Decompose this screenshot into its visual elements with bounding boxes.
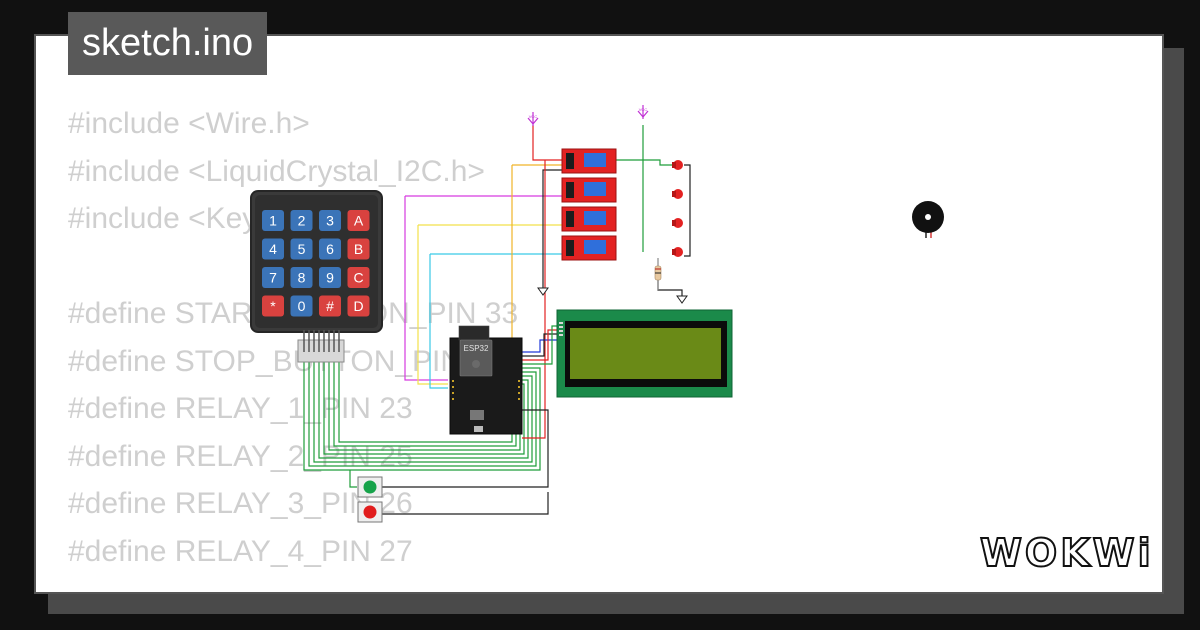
- ground-symbol: [537, 287, 549, 296]
- keypad-key[interactable]: 8: [290, 267, 313, 288]
- keypad-connector: [297, 339, 345, 363]
- code-line: #include <Wire.h>: [68, 107, 310, 140]
- keypad-key-label: 8: [298, 270, 306, 286]
- relay-module[interactable]: [561, 235, 617, 261]
- ground-symbol: [676, 295, 688, 304]
- code-line: #define RELAY_1_PIN 23: [68, 392, 413, 425]
- vcc-symbol: VCC: [527, 112, 539, 126]
- wires: [303, 125, 691, 515]
- code-line: #include <LiquidCrystal_I2C.h>: [68, 154, 485, 188]
- keypad-key[interactable]: 0: [290, 295, 313, 317]
- keypad-key-label: A: [354, 213, 364, 229]
- keypad-key-label: 7: [269, 270, 277, 286]
- keypad-key[interactable]: 2: [290, 210, 313, 231]
- relay-module[interactable]: [561, 177, 617, 203]
- keypad-key-label: 4: [269, 241, 277, 257]
- keypad-key-label: C: [353, 270, 363, 286]
- keypad-key-label: *: [270, 298, 276, 314]
- keypad-key-label: 9: [326, 270, 334, 286]
- start-button[interactable]: [357, 476, 383, 498]
- keypad-key-label: 6: [326, 241, 334, 257]
- esp32-board[interactable]: ESP32: [449, 325, 523, 435]
- led-red[interactable]: [672, 218, 683, 228]
- wokwi-logo: WOKWi: [979, 530, 1152, 576]
- led-red[interactable]: [672, 189, 683, 199]
- relay-module[interactable]: [561, 206, 617, 232]
- relay-module[interactable]: [561, 148, 617, 174]
- keypad-key[interactable]: A: [347, 210, 370, 231]
- keypad-key[interactable]: 3: [319, 210, 341, 231]
- keypad-key[interactable]: B: [347, 238, 370, 260]
- code-line: #define RELAY_4_PIN 27: [68, 534, 413, 568]
- keypad-key[interactable]: 5: [290, 238, 313, 260]
- vcc-symbol: VCC: [637, 105, 649, 119]
- keypad-key-label: 3: [326, 213, 334, 229]
- keypad-key-label: 5: [298, 241, 306, 257]
- led-red[interactable]: [672, 247, 683, 257]
- keypad-key[interactable]: #: [319, 295, 341, 317]
- buzzer[interactable]: [912, 201, 944, 238]
- keypad-key-label: #: [326, 298, 334, 314]
- keypad-key[interactable]: 1: [262, 210, 284, 231]
- keypad-key-label: 1: [269, 213, 277, 229]
- keypad-key[interactable]: 6: [319, 238, 341, 260]
- keypad-key[interactable]: C: [347, 267, 370, 288]
- keypad-key-label: B: [354, 241, 363, 257]
- keypad-key[interactable]: *: [262, 295, 284, 317]
- stop-button[interactable]: [357, 501, 383, 523]
- vcc-label: VCC: [529, 114, 538, 119]
- keypad-key-label: 0: [298, 298, 306, 314]
- keypad-key[interactable]: 7: [262, 267, 284, 288]
- lcd-display[interactable]: [556, 309, 733, 398]
- resistor[interactable]: [654, 258, 662, 290]
- code-line: #define RELAY_2_PIN 25: [68, 439, 413, 473]
- keypad-key[interactable]: 4: [262, 238, 284, 260]
- keypad-key[interactable]: D: [347, 295, 370, 317]
- keypad-key-label: 2: [298, 213, 306, 229]
- esp32-label: ESP32: [464, 344, 489, 353]
- keypad-key[interactable]: 9: [319, 267, 341, 288]
- file-name-tab: sketch.ino: [68, 12, 268, 75]
- wokwi-logo-text: WOKWi: [980, 531, 1152, 575]
- keypad[interactable]: 1 2 3 A 4 5 6 B 7 8 9 C * 0 # D: [250, 190, 383, 363]
- led-red[interactable]: [672, 160, 683, 170]
- vcc-label: VCC: [639, 107, 648, 112]
- keypad-key-label: D: [353, 298, 363, 314]
